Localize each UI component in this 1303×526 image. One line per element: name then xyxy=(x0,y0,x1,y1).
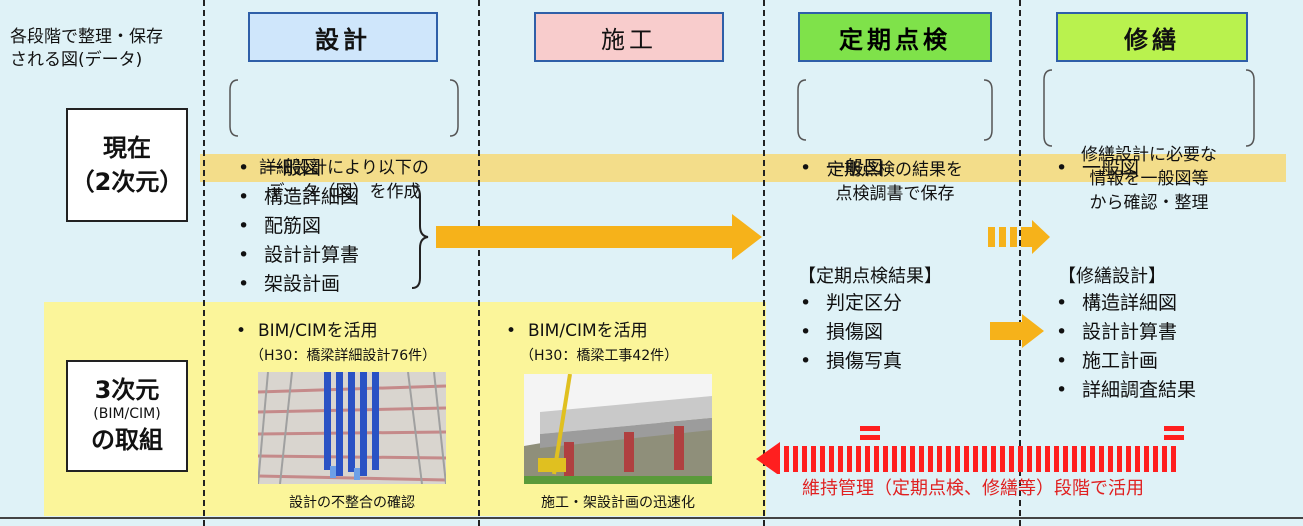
repair-design-list: •構造詳細図 •設計計算書 •施工計画 •詳細調査結果 xyxy=(1056,289,1196,405)
bridge-construction-image xyxy=(524,374,712,484)
general-drawing-band xyxy=(200,154,1286,182)
inspection-results-list: •判定区分 •損傷図 •損傷写真 xyxy=(800,289,902,376)
dashed-orange-arrow-icon xyxy=(988,220,1050,254)
phase-design: 設計 xyxy=(248,12,438,62)
bim-construction-caption: 施工・架設計画の迅速化 xyxy=(541,495,695,511)
phase-repair: 修繕 xyxy=(1056,12,1248,62)
design-note-text: 詳細設計により以下の データ（図）を作成 xyxy=(259,158,429,202)
design-note: 詳細設計により以下の データ（図）を作成 xyxy=(228,78,460,202)
list-item: •設計計算書 xyxy=(1056,321,1178,343)
design-drawing-list: •一般図 •構造詳細図 •配筋図 •設計計算書 •架設計画 xyxy=(238,154,359,299)
row-3d-line1: 3次元 xyxy=(94,376,160,404)
row-label-3d: 3次元 (BIM/CIM) の取組 xyxy=(66,360,188,472)
repair-note: 修繕設計に必要な 情報を一般図等 から確認・整理 xyxy=(1042,68,1256,213)
list-item: •一般図 xyxy=(1056,157,1140,179)
orange-arrow-icon xyxy=(436,214,762,260)
row-current-line1: 現在 xyxy=(103,134,151,162)
list-item: •損傷図 xyxy=(800,321,884,343)
bim-construction-sub: （H30：橋梁工事42件） xyxy=(520,348,679,364)
parenthesis-icon xyxy=(1043,69,1255,147)
row-3d-line2: (BIM/CIM) xyxy=(93,406,161,422)
inspection-results-heading: 【定期点検結果】 xyxy=(798,266,942,287)
repair-general-list: •一般図 xyxy=(1056,154,1139,183)
bim-design-sub: （H30：橋梁詳細設計76件） xyxy=(250,348,437,364)
list-item: •配筋図 xyxy=(238,215,322,237)
phase-inspection: 定期点検 xyxy=(798,12,992,62)
inspection-general-list: •一般図 xyxy=(800,154,883,183)
list-item: •判定区分 xyxy=(800,292,903,314)
bim-design-label: •BIM/CIMを活用 xyxy=(236,321,378,341)
column-divider xyxy=(203,0,205,526)
bim-design-caption: 設計の不整合の確認 xyxy=(289,495,415,511)
list-item: •架設計画 xyxy=(238,273,341,295)
inspection-note-text: 定期点検の結果を 点検調書で保存 xyxy=(827,160,963,204)
repair-note-text: 修繕設計に必要な 情報を一般図等 から確認・整理 xyxy=(1081,145,1217,213)
repair-design-heading: 【修繕設計】 xyxy=(1058,266,1166,287)
stage-caption: 各段階で整理・保存 される図(データ) xyxy=(10,27,163,70)
list-item: •設計計算書 xyxy=(238,244,360,266)
phase-construction: 施工 xyxy=(534,12,724,62)
parenthesis-icon xyxy=(797,79,993,141)
column-divider xyxy=(478,0,480,526)
list-item: •一般図 xyxy=(800,157,884,179)
curly-brace-icon xyxy=(411,185,429,289)
rebar-model-image xyxy=(258,372,446,484)
list-item: •施工計画 xyxy=(1056,350,1159,372)
inspection-note: 定期点検の結果を 点検調書で保存 xyxy=(796,78,994,204)
row-3d-line3: の取組 xyxy=(91,426,163,454)
bim-construction-label: •BIM/CIMを活用 xyxy=(506,321,648,341)
list-item: •損傷写真 xyxy=(800,350,903,372)
row-current-line2: （2次元） xyxy=(70,168,184,196)
list-item: •構造詳細図 xyxy=(238,186,360,208)
orange-arrow-icon xyxy=(990,314,1044,348)
bottom-rule xyxy=(0,517,1303,519)
column-divider xyxy=(1019,0,1021,526)
column-divider xyxy=(763,0,765,526)
maintenance-label: 維持管理（定期点検、修繕等）段階で活用 xyxy=(802,478,1144,499)
list-item: •詳細調査結果 xyxy=(1056,379,1197,401)
list-item: •一般図 xyxy=(238,157,322,179)
parenthesis-icon xyxy=(229,79,459,137)
list-item: •構造詳細図 xyxy=(1056,292,1178,314)
row-label-current: 現在 （2次元） xyxy=(66,108,188,222)
red-dashed-arrow-icon xyxy=(756,426,1184,474)
